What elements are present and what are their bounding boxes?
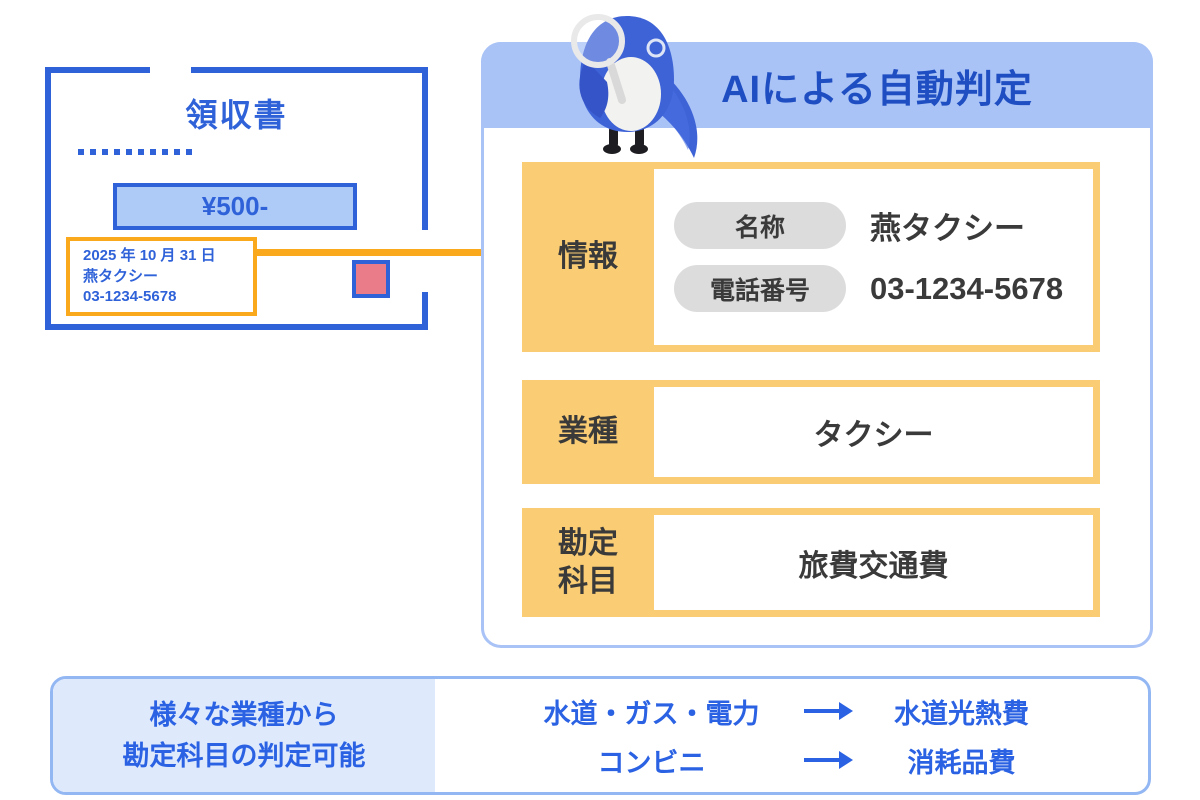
connector-arrow-line <box>257 249 495 256</box>
footer-examples: 水道・ガス・電力 水道光熱費 コンビニ 消耗品費 <box>435 679 1148 792</box>
right-arrow-icon <box>803 751 853 769</box>
info-row: 情報 名称 燕タクシー 電話番号 03-1234-5678 <box>522 162 1100 352</box>
name-value: 燕タクシー <box>870 211 1025 246</box>
example-from-convenience: コンビニ <box>597 747 706 778</box>
industry-row: 業種 タクシー <box>522 380 1100 484</box>
receipt-date: 2025 年 10 月 31 日 <box>83 247 216 264</box>
receipt-vendor: 燕タクシー <box>83 267 159 285</box>
account-row: 勘定 科目 旅費交通費 <box>522 508 1100 617</box>
receipt-title: 領収書 <box>185 97 288 133</box>
ai-judgment-panel: AIによる自動判定 情報 名称 燕タクシー 電話番号 03-1234-5678 … <box>481 42 1153 648</box>
right-arrow-icon <box>803 702 853 720</box>
account-label-line1: 勘定 <box>558 527 618 560</box>
receipt-right-notch <box>422 230 428 292</box>
name-field-row: 名称 燕タクシー <box>654 202 1093 249</box>
dotted-line <box>78 149 196 155</box>
example-from-utilities: 水道・ガス・電力 <box>543 698 760 729</box>
receipt-card: 領収書 ¥500- 2025 年 10 月 31 日 燕タクシー 03-1234… <box>45 67 428 330</box>
phone-tag-pill: 電話番号 <box>674 265 846 312</box>
receipt-stamp <box>352 260 390 298</box>
example-to-convenience: 消耗品費 <box>907 747 1016 778</box>
account-row-label: 勘定 科目 <box>522 515 654 610</box>
footer-caption-line2: 勘定科目の判定可能 <box>122 740 366 771</box>
info-row-label: 情報 <box>558 240 618 274</box>
industry-row-label: 業種 <box>558 415 618 449</box>
account-value: 旅費交通費 <box>654 515 1093 610</box>
receipt-amount-box: ¥500- <box>113 183 357 230</box>
example-row-convenience: コンビニ 消耗品費 <box>435 741 1148 780</box>
industry-value: タクシー <box>654 387 1093 477</box>
receipt-top-notch <box>150 67 191 73</box>
phone-value: 03-1234-5678 <box>870 270 1064 306</box>
account-label-line2: 科目 <box>558 564 618 598</box>
receipt-details-box: 2025 年 10 月 31 日 燕タクシー 03-1234-5678 <box>66 237 257 316</box>
panel-title: AIによる自動判定 <box>721 68 1033 111</box>
footer-caption-line1: 様々な業種から <box>149 700 339 730</box>
mascot-bird-magnifier-illustration <box>571 14 698 158</box>
footer-caption: 様々な業種から 勘定科目の判定可能 <box>53 679 435 792</box>
footer-band: 様々な業種から 勘定科目の判定可能 水道・ガス・電力 水道光熱費 コンビニ 消耗… <box>50 676 1151 795</box>
info-row-value-box: 名称 燕タクシー 電話番号 03-1234-5678 <box>654 169 1093 345</box>
phone-field-row: 電話番号 03-1234-5678 <box>654 265 1093 312</box>
receipt-phone: 03-1234-5678 <box>83 288 177 306</box>
name-tag-pill: 名称 <box>674 202 846 249</box>
receipt-amount: ¥500- <box>201 191 269 221</box>
example-to-utilities: 水道光熱費 <box>894 698 1029 729</box>
example-row-utilities: 水道・ガス・電力 水道光熱費 <box>435 692 1148 731</box>
